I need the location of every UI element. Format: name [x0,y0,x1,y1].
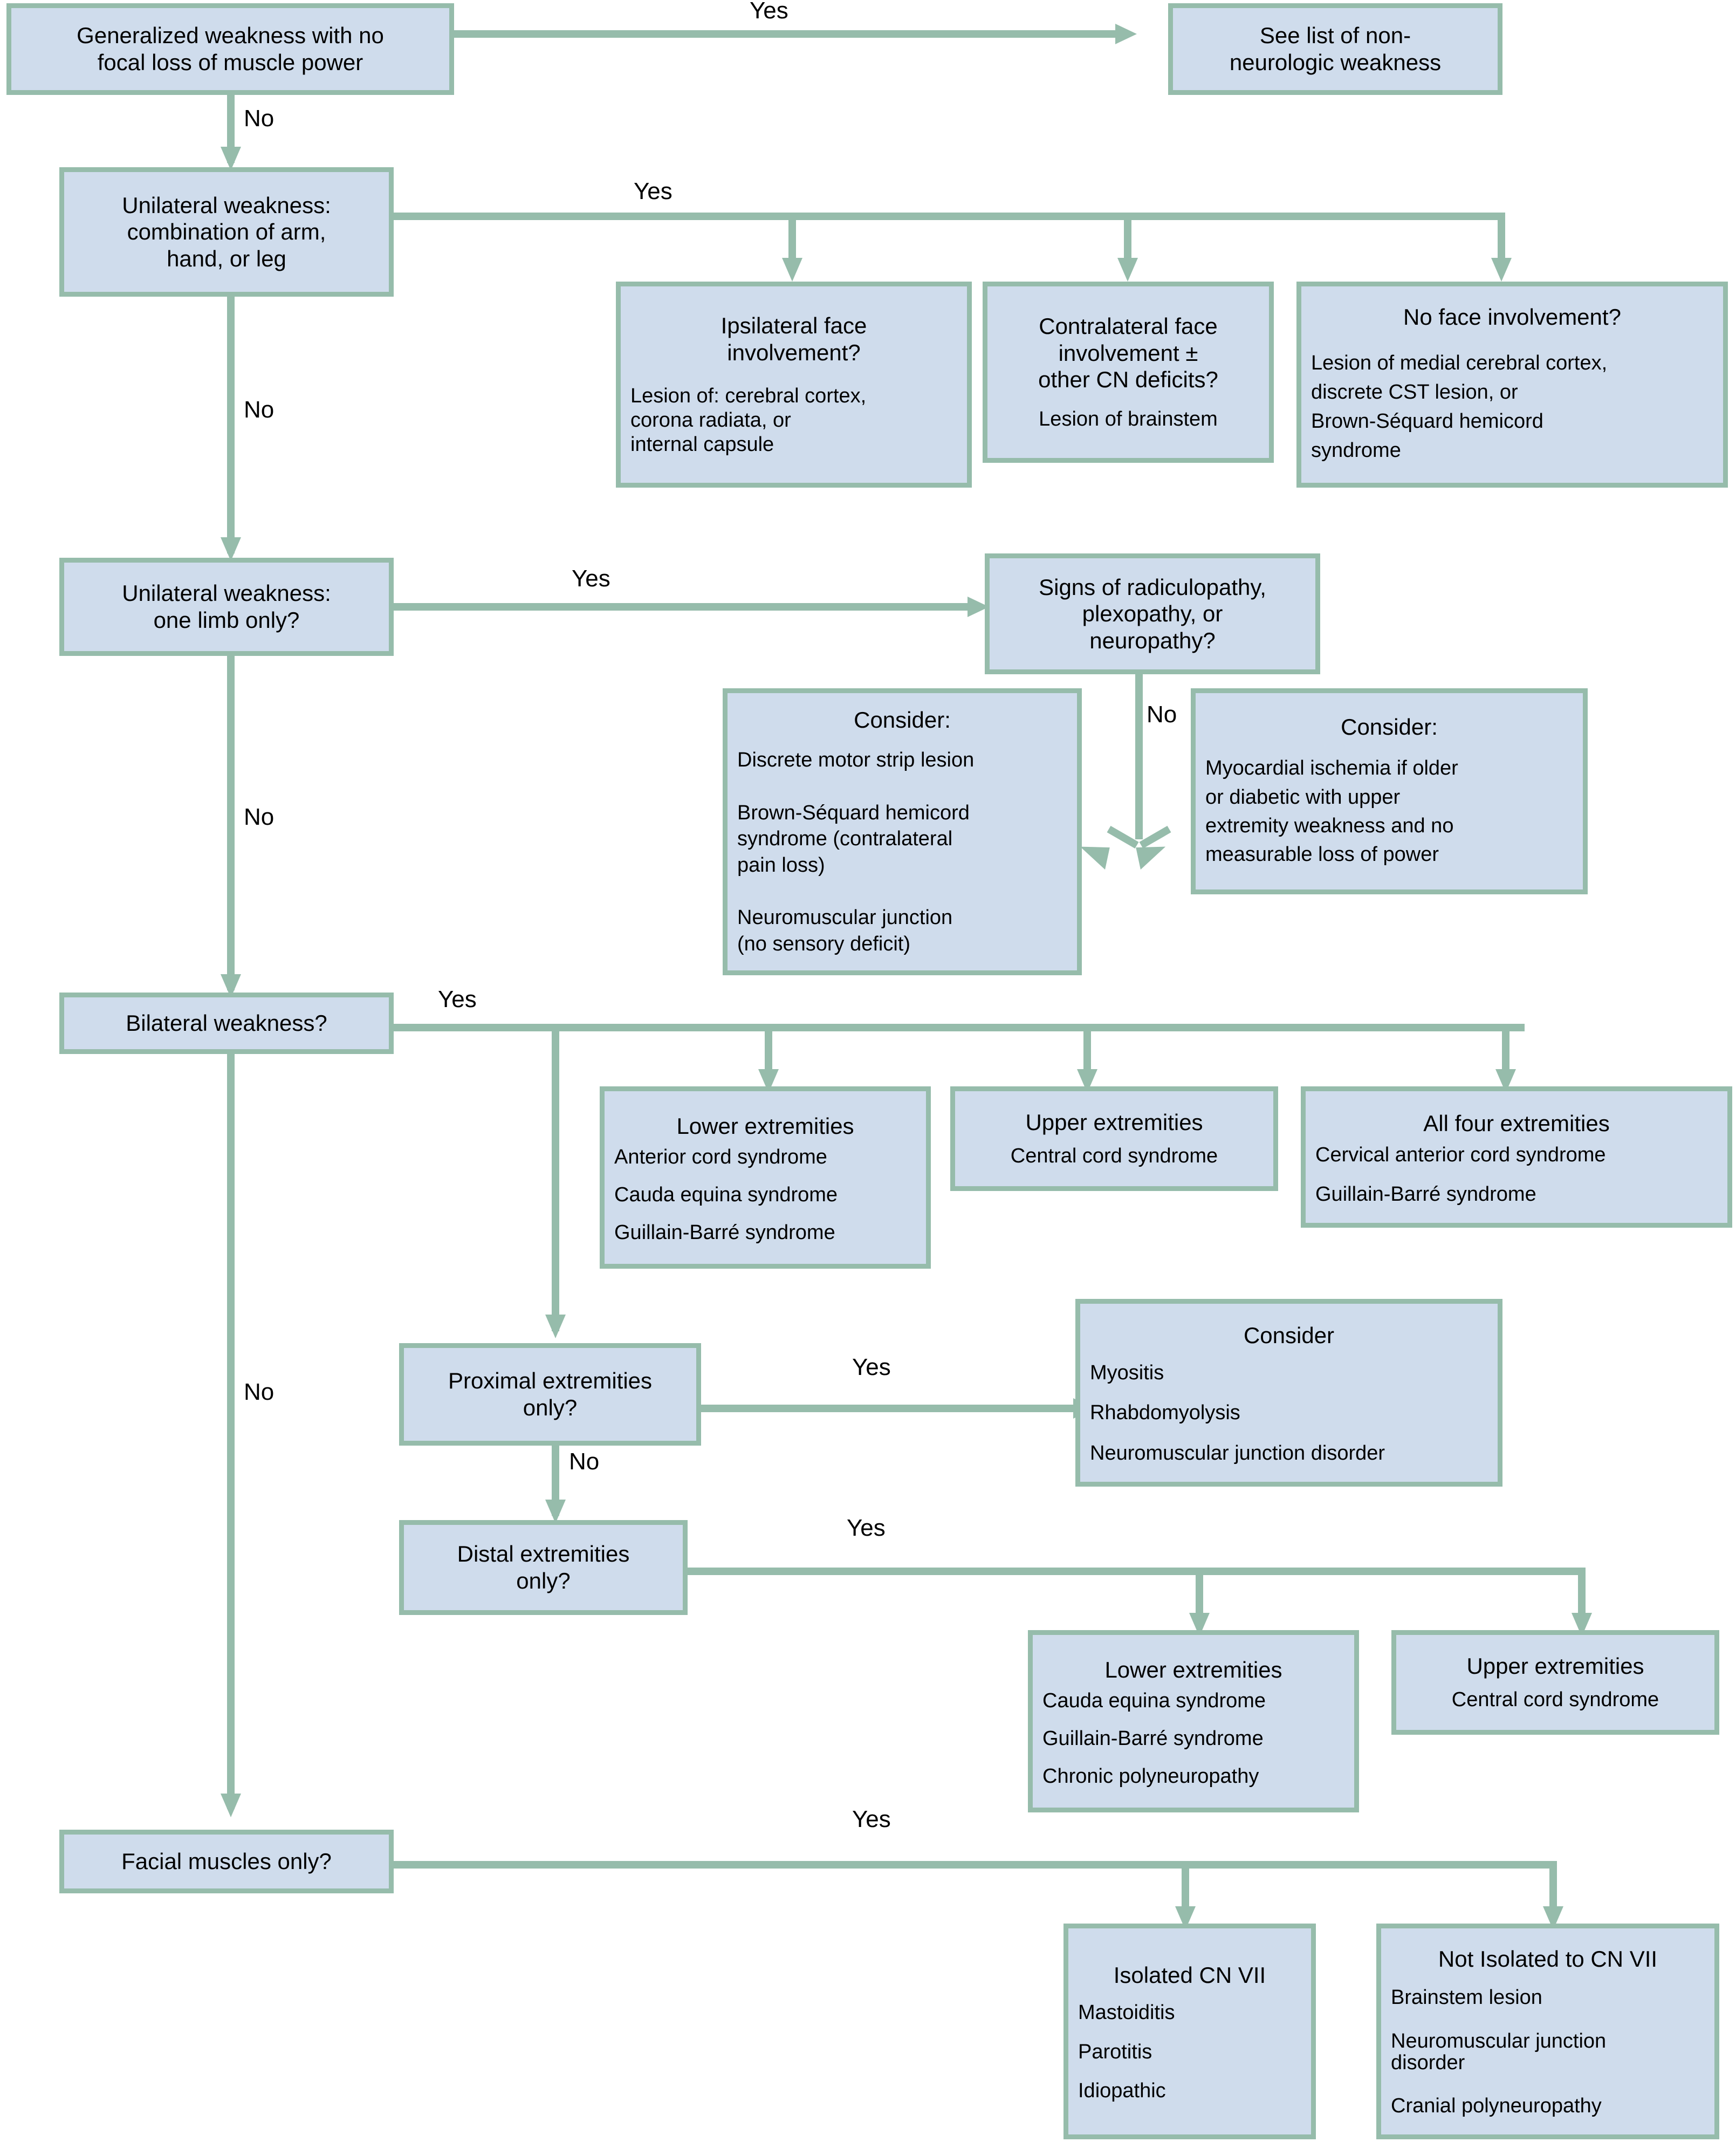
node-upper-extremities-2[interactable]: Upper extremities Central cord syndrome [1391,1630,1719,1735]
node-isolated-cn7-sub: Mastoiditis Parotitis Idiopathic [1078,2001,1175,2103]
node-consider-right[interactable]: Consider: Myocardial ischemia if older o… [1191,688,1588,894]
connector-facial-right [392,1861,1557,1869]
node-all-four-extremities[interactable]: All four extremities Cervical anterior c… [1301,1086,1732,1228]
arrowhead-to-seelist [1115,24,1137,44]
node-see-list-nonneurologic[interactable]: See list of non- neurologic weakness [1168,3,1502,95]
connector-signs-down [1135,674,1143,839]
connector-signs-split-left [1107,825,1139,849]
edge-label-no-3: No [244,804,275,830]
node-all-four-extremities-title: All four extremities [1423,1110,1610,1136]
node-upper-extremities-1[interactable]: Upper extremities Central cord syndrome [950,1086,1278,1191]
arrowhead-to-proximal [545,1315,566,1338]
connector-onelimb-right [392,603,968,611]
node-consider-left-title: Consider: [854,707,951,733]
node-no-face-involvement[interactable]: No face involvement? Lesion of medial ce… [1296,282,1728,488]
node-upper-extremities-2-title: Upper extremities [1466,1653,1644,1679]
node-bilateral-weakness[interactable]: Bilateral weakness? [59,993,394,1054]
connector-proximal-down [552,1446,559,1516]
connector-onelimb-down [227,656,235,990]
edge-label-no-2: No [244,396,275,423]
connector-proximal-right [701,1405,1073,1412]
node-lower-extremities-1-sub: Anterior cord syndrome Cauda equina synd… [614,1146,838,1244]
node-consider-proximal-sub: Myositis Rhabdomyolysis Neuromuscular ju… [1090,1361,1385,1465]
node-not-isolated-cn7-sub: Brainstem lesion Neuromuscular junction … [1391,1986,1607,2118]
node-generalized-weakness-title: Generalized weakness with no focal loss … [77,23,384,75]
arrowhead-to-distal [545,1500,566,1523]
node-consider-right-sub: Myocardial ischemia if older or diabetic… [1205,757,1458,866]
node-all-four-extremities-sub: Cervical anterior cord syndrome Guillain… [1315,1144,1606,1206]
connector-bilateral-down [227,1054,235,1809]
node-consider-right-title: Consider: [1341,714,1438,740]
connector-generalized-to-seelist [454,30,1115,38]
node-ipsilateral-face-sub: Lesion of: cerebral cortex, corona radia… [630,385,867,456]
node-consider-left-sub: Discrete motor strip lesion Brown-Séquar… [737,749,975,955]
connector-unilateral-comb-down [227,295,235,553]
node-consider-proximal-title: Consider [1243,1323,1335,1349]
connector-bilateral-to-proximal [552,1024,559,1331]
node-facial-muscles-title: Facial muscles only? [121,1849,332,1874]
node-signs-radiculopathy[interactable]: Signs of radiculopathy, plexopathy, or n… [985,553,1320,674]
node-distal-extremities-title: Distal extremities only? [457,1541,630,1593]
node-contralateral-face-sub: Lesion of brainstem [1039,407,1218,430]
edge-label-yes-4: Yes [438,986,477,1012]
connector-unilateral-comb-right [392,213,1505,220]
node-lower-extremities-1-title: Lower extremities [676,1113,854,1139]
node-lower-extremities-1[interactable]: Lower extremities Anterior cord syndrome… [600,1086,931,1269]
node-isolated-cn7[interactable]: Isolated CN VII Mastoiditis Parotitis Id… [1063,1924,1316,2139]
edge-label-no-proximal: No [569,1448,600,1475]
connector-distal-right [688,1568,1586,1575]
node-not-isolated-cn7[interactable]: Not Isolated to CN VII Brainstem lesion … [1376,1924,1719,2139]
node-proximal-extremities-title: Proximal extremities only? [448,1368,653,1420]
node-isolated-cn7-title: Isolated CN VII [1113,1962,1266,1988]
node-unilateral-one-limb-title: Unilateral weakness: one limb only? [122,580,331,633]
node-consider-proximal[interactable]: Consider Myositis Rhabdomyolysis Neuromu… [1075,1299,1502,1487]
node-distal-extremities[interactable]: Distal extremities only? [399,1520,688,1615]
arrowhead-to-onelimb [221,537,241,561]
arrowhead-to-facial [221,1794,241,1817]
node-contralateral-face-title: Contralateral face involvement ± other C… [1038,313,1218,393]
node-unilateral-combination-title: Unilateral weakness: combination of arm,… [122,192,331,271]
edge-label-yes-1: Yes [750,0,788,24]
node-unilateral-combination[interactable]: Unilateral weakness: combination of arm,… [59,167,394,297]
node-ipsilateral-face[interactable]: Ipsilateral face involvement? Lesion of:… [616,282,972,488]
arrowhead-ipsilateral [782,258,802,282]
node-lower-extremities-2-sub: Cauda equina syndrome Guillain-Barré syn… [1042,1689,1266,1788]
node-not-isolated-cn7-title: Not Isolated to CN VII [1438,1946,1658,1972]
node-unilateral-one-limb[interactable]: Unilateral weakness: one limb only? [59,558,394,656]
node-lower-extremities-2[interactable]: Lower extremities Cauda equina syndrome … [1028,1630,1359,1812]
edge-label-no-4: No [244,1379,275,1405]
node-upper-extremities-1-title: Upper extremities [1025,1109,1203,1135]
arrowhead-generalized-down [221,147,241,170]
edge-label-no-radiculopathy: No [1147,701,1177,728]
node-lower-extremities-2-title: Lower extremities [1104,1657,1282,1682]
edge-label-yes-proximal: Yes [852,1354,891,1380]
arrowhead-noface [1491,258,1512,282]
node-contralateral-face[interactable]: Contralateral face involvement ± other C… [983,282,1274,463]
node-upper-extremities-2-sub: Central cord syndrome [1451,1688,1659,1712]
node-generalized-weakness[interactable]: Generalized weakness with no focal loss … [6,3,454,95]
node-signs-radiculopathy-title: Signs of radiculopathy, plexopathy, or n… [1039,574,1266,653]
node-consider-left[interactable]: Consider: Discrete motor strip lesion Br… [723,688,1082,975]
connector-bilateral-right [392,1024,1525,1031]
node-bilateral-weakness-title: Bilateral weakness? [126,1010,327,1036]
node-upper-extremities-1-sub: Central cord syndrome [1010,1145,1218,1168]
node-facial-muscles[interactable]: Facial muscles only? [59,1830,394,1893]
node-see-list-nonneurologic-title: See list of non- neurologic weakness [1229,23,1442,75]
node-proximal-extremities[interactable]: Proximal extremities only? [399,1343,701,1446]
arrowhead-contralateral [1117,258,1138,282]
edge-label-yes-facial: Yes [852,1806,891,1832]
edge-label-yes-distal: Yes [847,1515,886,1541]
edge-label-yes-2: Yes [634,178,673,204]
edge-label-no-1: No [244,105,275,132]
edge-label-yes-3: Yes [572,565,610,592]
node-ipsilateral-face-title: Ipsilateral face involvement? [721,313,867,365]
node-no-face-involvement-title: No face involvement? [1403,304,1621,330]
node-no-face-involvement-sub: Lesion of medial cerebral cortex, discre… [1311,351,1608,462]
connector-generalized-down [227,93,235,163]
